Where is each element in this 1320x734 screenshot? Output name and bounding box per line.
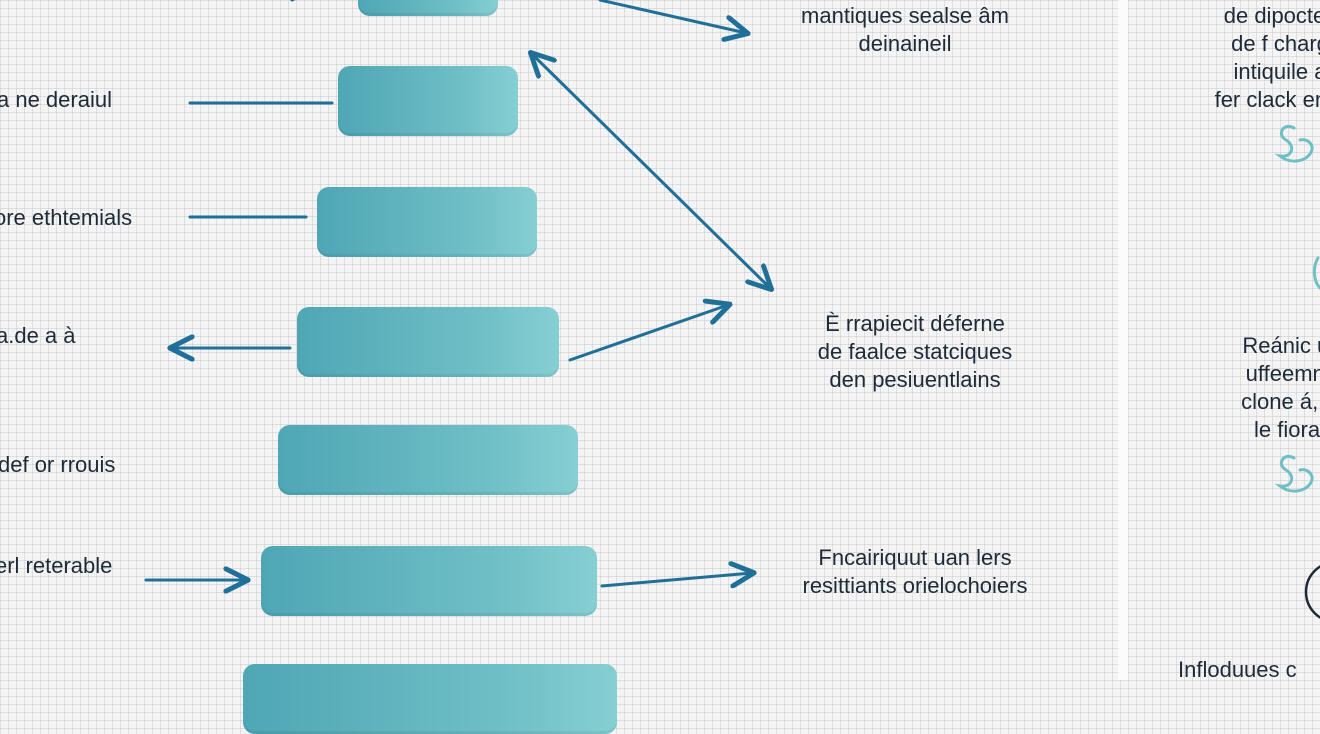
left-label: ore ethtemials bbox=[0, 205, 133, 230]
left-label: a.de a à bbox=[0, 323, 76, 348]
right-note-line: de dipoctes bbox=[1223, 3, 1320, 28]
right-note: Reánic u p uffeemner clone á, du le fior… bbox=[1185, 332, 1320, 444]
swirl-icon bbox=[1274, 455, 1314, 493]
right-note-line: intiquile a bbox=[1233, 59, 1320, 84]
right-note-line: fer clack en u bbox=[1214, 87, 1320, 112]
middle-note-line: den pesiuentlains bbox=[829, 367, 1001, 392]
middle-note: È rrapiecit déferne de faalce statciques… bbox=[780, 310, 1050, 394]
stack-block bbox=[278, 425, 578, 495]
right-note-line: le fiorals bbox=[1254, 417, 1320, 442]
stack-block bbox=[261, 546, 597, 616]
connector-arrow bbox=[598, 0, 746, 33]
swirl-icon bbox=[1274, 125, 1314, 163]
panel-divider bbox=[1118, 0, 1128, 680]
right-note: Infloduues c bbox=[1178, 656, 1320, 684]
left-label: erl reterable bbox=[0, 553, 113, 578]
middle-note: mantiques sealse âm deinaineil bbox=[770, 2, 1040, 58]
middle-note-line: Fncairiquut uan lers bbox=[818, 545, 1012, 570]
left-label: a ne deraiul bbox=[0, 87, 112, 112]
stack-block bbox=[297, 307, 559, 377]
left-label: def or rrouis bbox=[0, 452, 116, 477]
middle-note-line: de faalce statciques bbox=[817, 339, 1013, 364]
connector-arrow bbox=[568, 305, 728, 362]
right-note-line: de f charg bbox=[1231, 31, 1320, 56]
stack-block bbox=[358, 0, 498, 16]
connector-arrow bbox=[532, 54, 770, 288]
middle-note-line: resittiants orielochoiers bbox=[802, 573, 1028, 598]
middle-note: Fncairiquut uan lers resittiants orieloc… bbox=[770, 544, 1060, 600]
circle-icon bbox=[1304, 565, 1320, 619]
right-note: de dipoctes de f charg intiquile a fer c… bbox=[1170, 2, 1320, 114]
right-note-line: clone á, du bbox=[1241, 389, 1320, 414]
middle-note-line: deinaineil bbox=[858, 31, 952, 56]
stack-block bbox=[317, 187, 537, 257]
connector-arrows bbox=[144, 0, 1320, 619]
right-note-line: Reánic u p bbox=[1242, 333, 1320, 358]
right-note-line: Infloduues c bbox=[1178, 657, 1297, 682]
middle-note-line: È rrapiecit déferne bbox=[825, 311, 1005, 336]
swirl-icon bbox=[1312, 256, 1320, 290]
stack-block bbox=[338, 66, 518, 136]
middle-note-line: mantiques sealse âm bbox=[801, 3, 1009, 28]
right-note-line: uffeemner bbox=[1245, 361, 1320, 386]
connector-arrow bbox=[600, 573, 752, 586]
